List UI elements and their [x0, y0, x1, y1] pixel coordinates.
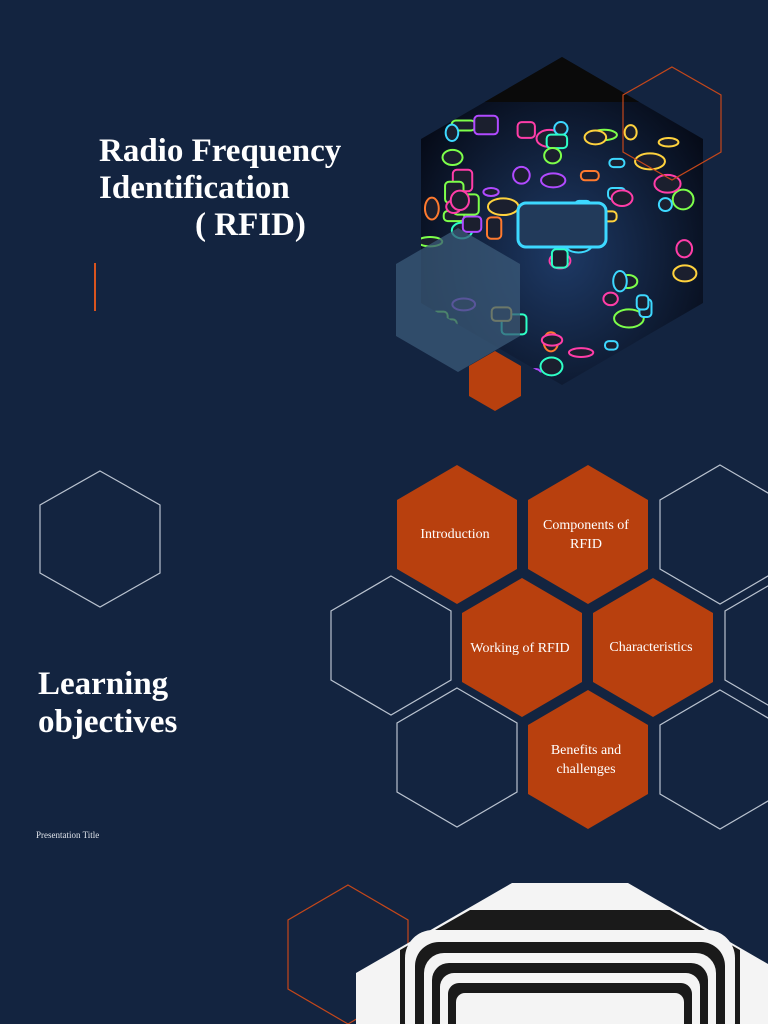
rfid-tag-shape: [612, 270, 628, 293]
concentric-squares-image: [356, 883, 768, 1024]
rfid-tag-shape: [623, 124, 638, 141]
rfid-tag-shape: [449, 189, 470, 212]
outline-hexagon: [622, 66, 722, 181]
rfid-tag-shape: [423, 196, 440, 221]
slide-title: Radio Frequency Identification ( RFID): [99, 133, 399, 244]
hex-characteristics[interactable]: [593, 578, 713, 717]
rfid-tag-shape: [553, 121, 569, 137]
rfid-tag-shape: [608, 157, 626, 169]
objective-line: Characteristics: [609, 640, 693, 655]
objective-line: Components of: [543, 518, 629, 533]
title-line-3: ( RFID): [195, 207, 306, 243]
outline-hexagon-bottom: [287, 884, 409, 1024]
rfid-tag-shape: [579, 170, 600, 182]
translucent-hexagon: [396, 228, 520, 372]
title-line-2: Identification: [99, 170, 290, 206]
title-line-1: Radio Frequency: [99, 133, 342, 169]
title-line-3-row: ( RFID): [99, 207, 399, 244]
outline-hexagon: [659, 464, 768, 605]
outline-hexagon: [724, 585, 768, 706]
objective-working: Working of RFID: [462, 639, 578, 658]
outline-hexagon: [330, 575, 452, 716]
rfid-tag-shape: [603, 340, 619, 351]
rfid-tag-shape: [486, 216, 503, 240]
rfid-tag-shape: [482, 186, 500, 197]
objective-line: RFID: [570, 537, 602, 552]
rfid-tag-shape: [520, 368, 542, 379]
hex-benefits[interactable]: [528, 690, 648, 829]
rfid-tag-shape: [543, 147, 563, 165]
rfid-tag-shape: [610, 189, 634, 208]
hex-introduction[interactable]: [397, 465, 517, 604]
objective-components: Components of RFID: [528, 516, 644, 554]
rfid-tag-shape: [634, 152, 666, 171]
rfid-tag-shape: [540, 172, 567, 189]
accent-divider: [94, 263, 96, 311]
heading-line-1: Learning: [38, 666, 169, 702]
hex-components[interactable]: [528, 465, 648, 604]
rfid-tag-shape: [672, 264, 698, 283]
objective-line: Introduction: [420, 527, 490, 542]
rfid-tag-shape: [441, 148, 464, 166]
outline-hexagon-left: [39, 470, 161, 608]
outline-hexagon: [396, 687, 518, 828]
rfid-tag-shape: [550, 248, 569, 269]
rfid-tag-shape: [486, 197, 520, 217]
outline-hexagon: [659, 689, 768, 830]
rfid-tag-shape: [657, 197, 673, 213]
presentation-footer: Presentation Title: [36, 830, 100, 840]
rfid-tag-shape: [516, 121, 536, 139]
rfid-tag-shape: [444, 123, 460, 142]
rfid-tag-shape: [567, 347, 595, 358]
rfid-reader-shape: [516, 201, 608, 249]
learning-objectives-heading: Learning objectives: [38, 665, 177, 741]
rfid-tag-shape: [635, 294, 650, 311]
rfid-tag-shape: [664, 360, 689, 377]
objective-introduction: Introduction: [397, 525, 513, 544]
objective-line: Benefits and: [550, 743, 622, 758]
rfid-tag-shape: [473, 114, 499, 136]
rfid-tag-shape: [671, 188, 695, 211]
rfid-tag-shape: [512, 165, 531, 185]
rfid-tag-shape: [461, 215, 483, 233]
rfid-tag-shape: [583, 129, 608, 146]
objective-line: Working of RFID: [470, 641, 570, 656]
hex-working[interactable]: [462, 578, 582, 717]
objective-characteristics: Characteristics: [593, 638, 709, 657]
heading-line-2: objectives: [38, 704, 178, 740]
rfid-tag-shape: [545, 133, 569, 150]
rfid-tag-shape: [602, 291, 619, 307]
small-orange-hexagon: [469, 351, 521, 411]
rfid-tag-shape: [637, 351, 660, 374]
objective-line: challenges: [556, 762, 616, 777]
objective-benefits: Benefits and challenges: [528, 741, 644, 779]
rfid-tag-shape: [628, 354, 648, 366]
rfid-tag-shape: [675, 239, 694, 259]
rfid-tag-shape: [540, 333, 564, 347]
rfid-tag-shape: [613, 308, 645, 329]
rfid-tag-shape: [539, 356, 564, 377]
rfid-tag-shape: [657, 137, 680, 148]
